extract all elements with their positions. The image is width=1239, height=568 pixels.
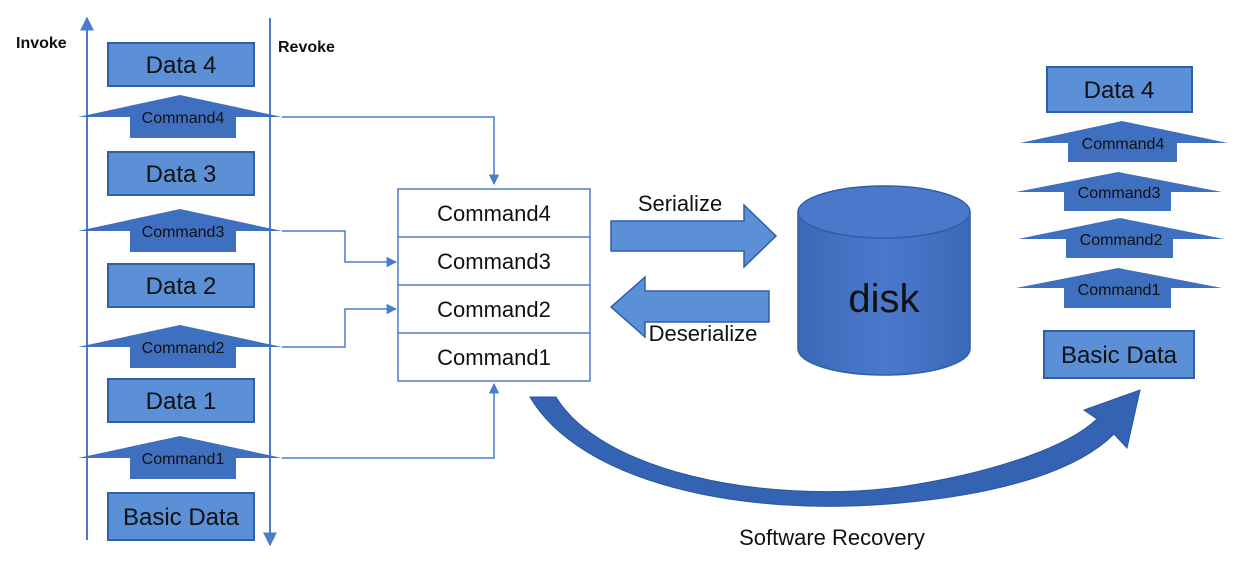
svg-text:Data 2: Data 2 (146, 273, 217, 300)
software-recovery-label: Software Recovery (739, 525, 925, 550)
disk-label: disk (848, 277, 920, 321)
serialize-arrow (610, 203, 778, 269)
svg-text:Command4: Command4 (1082, 136, 1165, 153)
svg-text:Command1: Command1 (142, 451, 225, 468)
svg-text:Command3: Command3 (142, 224, 225, 241)
svg-text:Data 1: Data 1 (146, 388, 217, 415)
svg-text:Command3: Command3 (1078, 185, 1161, 202)
deserialize-arrow (609, 275, 770, 339)
left-basic-data: Basic Data (107, 492, 255, 541)
command-list: Command4 Command3 Command2 Command1 (397, 188, 591, 382)
svg-text:Command4: Command4 (142, 110, 225, 127)
left-command-2-arrow: Command2 (78, 325, 282, 368)
svg-text:Command1: Command1 (1078, 282, 1161, 299)
deserialize-label: Deserialize (649, 321, 758, 346)
right-data-4: Data 4 (1046, 66, 1193, 113)
list-item: Command3 (437, 249, 551, 274)
svg-text:Data 4: Data 4 (146, 52, 217, 79)
connector-command2 (282, 303, 398, 348)
svg-text:Basic Data: Basic Data (1061, 342, 1178, 369)
left-data-2: Data 2 (107, 263, 255, 308)
left-data-4: Data 4 (107, 42, 255, 87)
connector-command1 (282, 382, 500, 459)
svg-text:Command2: Command2 (142, 340, 225, 357)
right-command-4-arrow: Command4 (1020, 121, 1228, 162)
list-item: Command2 (437, 297, 551, 322)
svg-text:Command2: Command2 (1080, 232, 1163, 249)
right-basic-data: Basic Data (1043, 330, 1195, 379)
list-item: Command4 (437, 201, 551, 226)
right-command-3-arrow: Command3 (1016, 172, 1222, 211)
svg-text:Basic Data: Basic Data (123, 504, 240, 531)
revoke-label: Revoke (278, 39, 335, 56)
svg-text:Data 3: Data 3 (146, 161, 217, 188)
left-data-1: Data 1 (107, 378, 255, 423)
right-command-2-arrow: Command2 (1018, 218, 1224, 258)
invoke-label: Invoke (16, 35, 67, 52)
left-command-1-arrow: Command1 (78, 436, 282, 479)
svg-text:Data 4: Data 4 (1084, 77, 1155, 104)
serialize-label: Serialize (638, 191, 722, 216)
software-recovery-arrow (529, 389, 1141, 507)
list-item: Command1 (437, 345, 551, 370)
connector-command4 (282, 116, 500, 186)
connector-command3 (282, 230, 398, 268)
right-command-1-arrow: Command1 (1016, 268, 1222, 308)
left-command-3-arrow: Command3 (78, 209, 282, 252)
left-data-3: Data 3 (107, 151, 255, 196)
disk-cylinder: disk (797, 185, 971, 376)
left-command-4-arrow: Command4 (78, 95, 282, 138)
